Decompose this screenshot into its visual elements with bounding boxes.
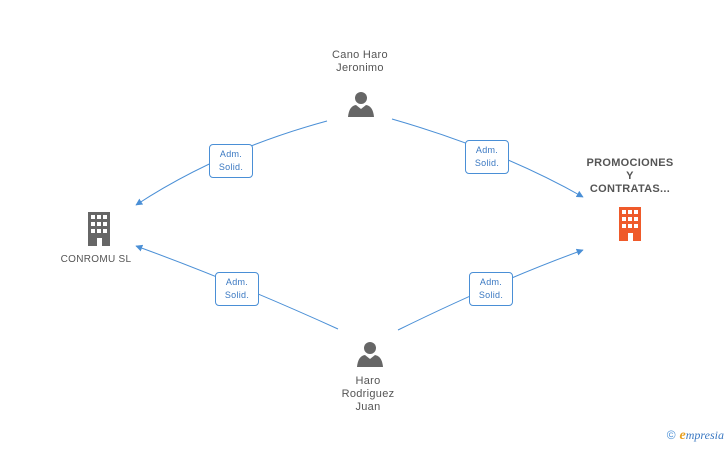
building-icon[interactable] <box>86 212 114 246</box>
company-name-left[interactable]: CONROMU SL <box>60 254 132 265</box>
relation-type: Solid. <box>478 290 504 300</box>
relation-type: Solid. <box>224 290 250 300</box>
relation-type: Solid. <box>218 162 244 172</box>
relation-badge-top-left[interactable]: Adm. Solid. <box>209 144 253 178</box>
company-name-right[interactable]: PROMOCIONES Y CONTRATAS... <box>586 157 674 195</box>
brand-logo-initial: e <box>679 428 686 443</box>
person-icon[interactable] <box>347 90 375 118</box>
person-icon[interactable] <box>356 340 384 368</box>
relation-role: Adm. <box>219 149 243 159</box>
brand-footer[interactable]: ©empresia <box>667 428 724 444</box>
relation-badge-top-right[interactable]: Adm. Solid. <box>465 140 509 174</box>
copyright-icon: © <box>666 428 676 442</box>
relation-role: Adm. <box>479 277 503 287</box>
relation-type: Solid. <box>474 158 500 168</box>
person-name-bottom[interactable]: Haro Rodriguez Juan <box>341 375 395 413</box>
relation-badge-bottom-left[interactable]: Adm. Solid. <box>215 272 259 306</box>
relation-role: Adm. <box>475 145 499 155</box>
building-icon[interactable] <box>617 207 645 241</box>
brand-logo-text: mpresia <box>685 428 724 442</box>
person-name-top[interactable]: Cano Haro Jeronimo <box>332 49 388 74</box>
relation-badge-bottom-right[interactable]: Adm. Solid. <box>469 272 513 306</box>
relation-role: Adm. <box>225 277 249 287</box>
